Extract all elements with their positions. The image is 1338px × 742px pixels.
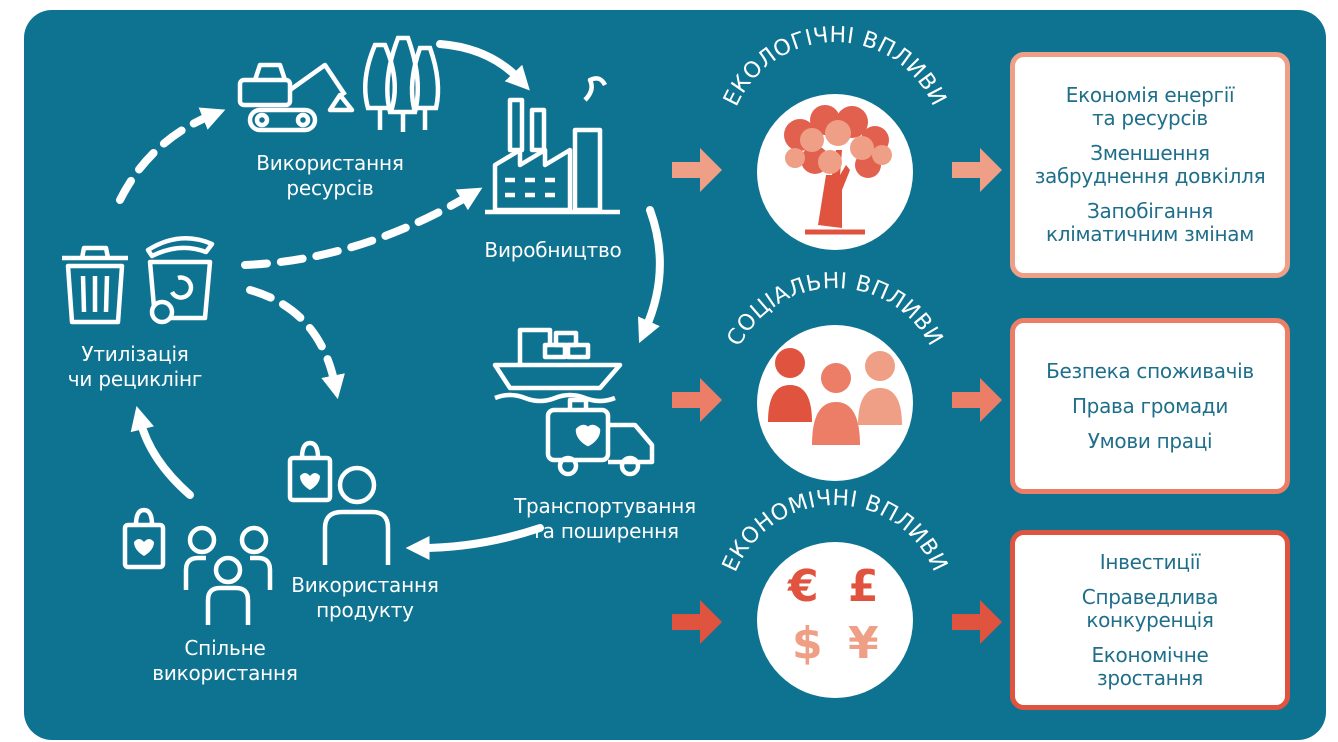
arrow-to-economic — [672, 600, 722, 644]
sharing-group-icon — [122, 507, 273, 625]
dollar-symbol: $ — [792, 618, 823, 669]
trash-bin-icon — [62, 245, 128, 325]
ecology-item-1: Економія енергії та ресурсів — [1065, 83, 1235, 130]
impact-arrows — [672, 148, 1002, 644]
pound-symbol: £ — [848, 561, 879, 612]
label-disposal: Утилізація чи рециклінг — [67, 342, 203, 391]
arrow-ecology-to-box — [952, 148, 1002, 192]
ecology-impacts-box: Економія енергії та ресурсів Зменшення з… — [1010, 52, 1290, 278]
people-icon — [768, 348, 902, 445]
label-resources: Використання ресурсів — [256, 151, 404, 200]
ecology-item-2: Зменшення забруднення довкілля — [1034, 141, 1266, 188]
ship-icon — [492, 327, 623, 404]
social-item-1: Безпека споживачів — [1046, 358, 1254, 383]
arrow-disposal-to-product — [246, 286, 345, 400]
excavator-icon — [237, 62, 355, 133]
arrow-disposal-to-resources — [116, 107, 226, 204]
label-product-use: Використання продукту — [291, 573, 439, 622]
arrow-social-to-box — [952, 378, 1002, 422]
arrow-disposal-to-production — [241, 187, 483, 269]
social-item-2: Права громади — [1071, 393, 1229, 418]
economic-impacts-box: Інвестиції Справедлива конкуренція Еконо… — [1010, 530, 1290, 710]
truck-icon — [545, 397, 655, 477]
recycle-bin-icon — [145, 236, 215, 325]
arrow-to-ecology — [672, 148, 722, 192]
ecology-item-3: Запобігання кліматичним змінам — [1045, 199, 1255, 246]
label-transport: Транспортування та поширення — [514, 494, 696, 543]
arrow-sharing-to-disposal — [130, 406, 194, 499]
economic-circle — [757, 542, 913, 698]
arrow-resources-to-production — [436, 40, 530, 91]
yen-symbol: ¥ — [848, 618, 879, 669]
economic-item-2: Справедлива конкуренція — [1081, 584, 1219, 632]
euro-symbol: € — [788, 561, 819, 612]
economic-item-1: Інвестиції — [1099, 549, 1201, 574]
economic-item-3: Економічне зростання — [1091, 642, 1209, 690]
social-impacts-box: Безпека споживачів Права громади Умови п… — [1010, 318, 1290, 494]
arrow-economic-to-box — [952, 600, 1002, 644]
label-production: Виробництво — [484, 238, 622, 262]
trees-icon — [362, 35, 441, 132]
product-user-icon — [287, 440, 391, 565]
cycle-arrows — [116, 40, 664, 560]
factory-icon — [485, 76, 620, 215]
label-sharing: Спільне використання — [152, 636, 298, 685]
arrow-transport-to-product — [405, 524, 544, 560]
arrow-production-to-transport — [637, 206, 664, 344]
social-item-3: Умови праці — [1087, 428, 1213, 453]
tree-icon — [784, 105, 892, 235]
arrow-to-social — [672, 378, 722, 422]
